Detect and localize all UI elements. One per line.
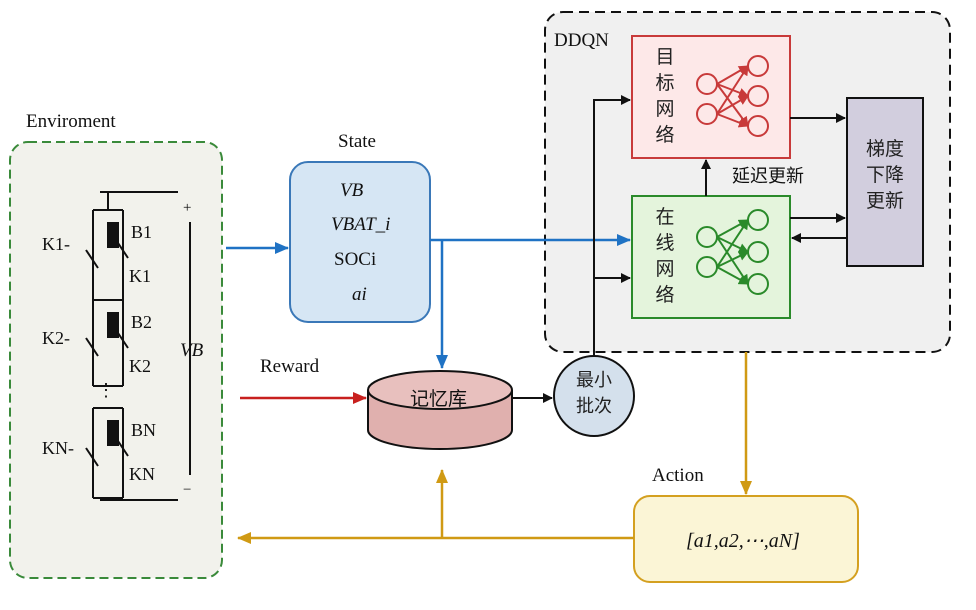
online-network-graph <box>696 209 769 295</box>
state-item-soc: SOCi <box>334 249 377 270</box>
state-item-vb: VB <box>340 180 364 201</box>
battery-ellipsis: ⋮ <box>97 380 115 400</box>
state-item-vbat: VBAT_i <box>331 214 391 235</box>
action-title: Action <box>652 465 704 486</box>
battery-n-bypass-label: KN- <box>42 438 74 458</box>
minibatch-text: 最小批次 <box>576 370 612 417</box>
battery-2-cell-label: B2 <box>131 312 153 332</box>
online-network-text: 在线网络 <box>655 206 675 306</box>
state-title: State <box>338 131 376 152</box>
delay-update-label: 延迟更新 <box>732 166 804 187</box>
gradient-update-box <box>846 97 924 267</box>
reward-label: Reward <box>260 356 320 377</box>
target-network-text: 目标网络 <box>655 46 675 146</box>
environment-title: Enviroment <box>26 111 116 132</box>
battery-1-cell-label: B1 <box>131 222 153 242</box>
environment-box <box>9 141 223 579</box>
minibatch-to-networks-arrows <box>593 95 631 356</box>
minibatch-label: 最小批次 <box>570 368 618 420</box>
target-network-label: 目标网络 <box>650 44 680 148</box>
battery-circuit <box>92 191 191 501</box>
memory-label: 记忆库 <box>410 388 468 410</box>
battery-2-switch-label: K2 <box>129 356 151 376</box>
voltage-label: VB <box>180 340 204 361</box>
battery-cells <box>107 222 119 446</box>
battery-1-switch-label: K1 <box>129 266 151 286</box>
battery-2-bypass-label: K2- <box>42 328 70 348</box>
battery-1-bypass-label: K1- <box>42 234 70 254</box>
state-box <box>289 161 431 323</box>
minus-sign: − <box>183 482 192 498</box>
memory-cylinder <box>367 370 513 450</box>
gradient-update-text: 梯度下降更新 <box>865 138 904 212</box>
plus-sign: + <box>183 200 192 216</box>
online-network-label: 在线网络 <box>650 204 680 308</box>
battery-n-switch-label: KN <box>129 464 155 484</box>
target-network-graph <box>696 55 769 137</box>
ddqn-title: DDQN <box>554 30 609 51</box>
battery-n-cell-label: BN <box>131 420 157 440</box>
gradient-update-label: 梯度下降更新 <box>857 136 913 214</box>
action-vector: [a1,a2,⋯,aN] <box>686 530 800 552</box>
state-item-action: ai <box>352 284 367 305</box>
